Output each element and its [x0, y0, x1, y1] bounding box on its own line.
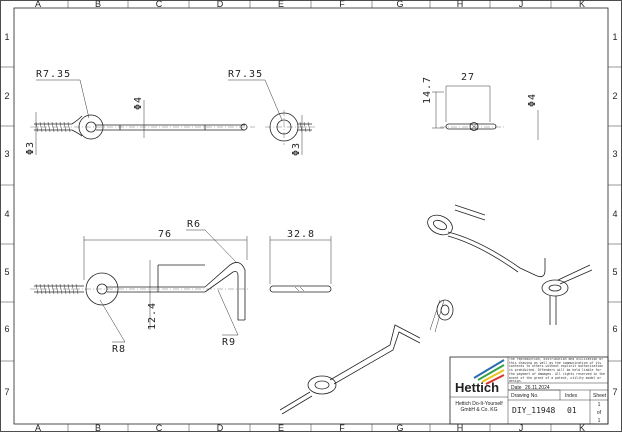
- grid-column-label: G: [396, 423, 403, 432]
- view-side: [432, 85, 539, 140]
- view-isometric-1: [427, 204, 593, 325]
- grid-column-label: J: [519, 0, 524, 9]
- view-hook-top: [30, 79, 255, 155]
- view-hook-eye: [228, 79, 315, 155]
- grid-row-label: 5: [4, 267, 9, 277]
- dim-12-4: 12.4: [147, 302, 158, 330]
- dim-14-7: 14.7: [422, 76, 433, 104]
- grid-column-label: A: [35, 0, 41, 9]
- drawing-no: DIY_11948: [512, 406, 556, 415]
- grid-column-label: F: [339, 423, 345, 432]
- date-value: 26.11.2024: [525, 385, 550, 391]
- view-hook-open: [30, 229, 250, 343]
- grid-row-label: 1: [612, 32, 617, 42]
- dim-27: 27: [461, 72, 475, 83]
- grid-column-label: H: [457, 0, 464, 9]
- grid-column-label: D: [217, 423, 224, 432]
- grid-column-label: A: [35, 423, 41, 432]
- index-value: 01: [567, 406, 577, 415]
- grid-row-label: 1: [4, 32, 9, 42]
- svg-text:Hettich: Hettich: [455, 380, 499, 395]
- grid-column-label: E: [278, 423, 284, 432]
- title-block: Hettich The reproduction, distribution a…: [449, 356, 609, 425]
- grid-row-label: 2: [612, 91, 617, 101]
- copyright-notice: The reproduction, distribution and utili…: [509, 358, 605, 383]
- grid-column-label: J: [519, 423, 524, 432]
- dim-32-8: 32.8: [287, 229, 315, 240]
- grid-column-label: K: [579, 0, 585, 9]
- index-label: Index: [565, 393, 578, 399]
- grid-column-label: G: [396, 0, 403, 9]
- grid-row-label: 4: [4, 209, 9, 219]
- grid-row-label: 6: [612, 324, 617, 334]
- grid-row-label: 5: [612, 267, 617, 277]
- grid-column-label: E: [278, 0, 284, 9]
- hettich-logo: Hettich: [455, 359, 505, 395]
- date-label: Date: [511, 385, 522, 391]
- company-line1: Hettich Do-It-Yourself: [455, 401, 503, 407]
- dim-dia3-right: Φ3: [291, 142, 302, 156]
- grid-column-label: B: [95, 0, 101, 9]
- grid-column-label: F: [339, 0, 345, 9]
- grid-row-label: 3: [612, 149, 617, 159]
- dim-dia3-left: Φ3: [25, 141, 36, 155]
- grid-row-label: 3: [4, 149, 9, 159]
- grid-row-label: 7: [612, 387, 617, 397]
- dim-r9: R9: [222, 337, 236, 348]
- grid-row-label: 4: [612, 209, 617, 219]
- grid-column-label: C: [156, 0, 163, 9]
- company-line2: GmbH & Co. KG: [461, 407, 498, 413]
- sheet-label: Sheet: [593, 393, 607, 399]
- dim-76: 76: [158, 229, 172, 240]
- dim-dia4-top: Φ4: [133, 96, 144, 110]
- dim-r8: R8: [112, 344, 126, 355]
- dim-r-right: R7.35: [228, 69, 263, 80]
- dim-r6: R6: [187, 219, 201, 230]
- view-isometric-2: [279, 299, 454, 415]
- grid-column-label: K: [579, 423, 585, 432]
- view-open-side: [269, 236, 332, 293]
- grid-column-label: B: [95, 423, 101, 432]
- sheet-number: 1: [598, 402, 601, 408]
- grid-column-label: H: [457, 423, 464, 432]
- sheet-of: of: [597, 410, 602, 416]
- dim-dia4-side: Φ4: [527, 93, 538, 107]
- grid-row-label: 2: [4, 91, 9, 101]
- sheet-total: 1: [598, 418, 601, 424]
- drawing-no-label: Drawing No.: [511, 393, 539, 399]
- dim-r-left: R7.35: [36, 69, 71, 80]
- grid-row-label: 7: [4, 387, 9, 397]
- grid-row-label: 6: [4, 324, 9, 334]
- grid-column-label: C: [156, 423, 163, 432]
- grid-column-label: D: [217, 0, 224, 9]
